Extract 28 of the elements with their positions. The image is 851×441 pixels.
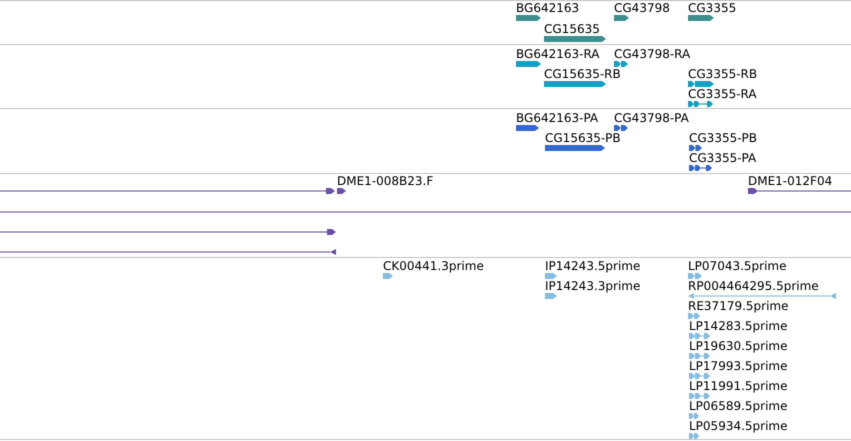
feature-label: IP14243.5prime	[545, 260, 640, 273]
feature-label: CG3355-RA	[688, 88, 757, 101]
feature-label: CG43798-RA	[614, 48, 690, 61]
feature-label: LP06589.5prime	[689, 400, 788, 413]
feature-label: DME1-012F04	[748, 175, 832, 188]
feature-label: CG15635-RB	[544, 68, 621, 81]
feature-label: LP07043.5prime	[688, 260, 787, 273]
feature-label: CK00441.3prime	[383, 260, 484, 273]
feature-label: LP05934.5prime	[689, 420, 788, 433]
feature-label: LP19630.5prime	[689, 340, 788, 353]
feature-label: CG3355-PA	[689, 152, 756, 165]
feature-label: LP14283.5prime	[689, 320, 788, 333]
feature-label: BG642163-RA	[516, 48, 600, 61]
feature-label: CG3355	[688, 2, 736, 15]
feature-label: RE37179.5prime	[688, 300, 788, 313]
feature-label: CG15635	[544, 23, 600, 36]
feature-label: IP14243.3prime	[545, 280, 640, 293]
feature-label: CG43798-PA	[614, 112, 689, 125]
feature-label: DME1-008B23.F	[337, 175, 434, 188]
feature-label: CG15635-PB	[545, 132, 621, 145]
feature-label: BG642163	[516, 2, 580, 15]
feature-label: RP004464295.5prime	[688, 280, 819, 293]
feature-label: LP17993.5prime	[689, 360, 788, 373]
feature-label: CG43798	[614, 2, 670, 15]
feature-label: BG642163-PA	[516, 112, 598, 125]
feature-label: CG3355-PB	[689, 132, 758, 145]
feature-label: LP11991.5prime	[689, 380, 788, 393]
feature-label: CG3355-RB	[688, 68, 758, 81]
